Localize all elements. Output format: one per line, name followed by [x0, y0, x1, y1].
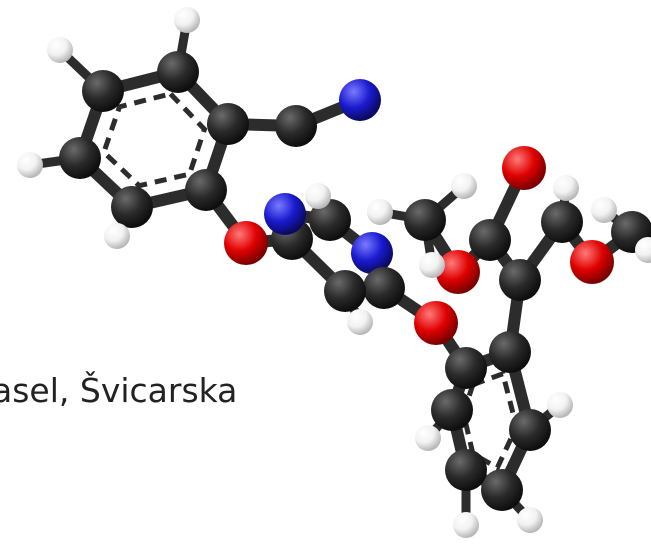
hydrogen-atom	[17, 152, 43, 178]
carbon-atom	[185, 169, 227, 211]
nitrogen-atom	[264, 193, 306, 235]
hydrogen-atom	[347, 309, 373, 335]
carbon-atom	[309, 199, 351, 241]
carbon-atom	[111, 186, 153, 228]
hydrogen-atom	[104, 223, 130, 249]
location-caption: asel, Švicarska	[0, 371, 238, 410]
hydrogen-atom	[415, 425, 441, 451]
carbon-atom	[489, 331, 531, 373]
carbon-atom	[509, 409, 551, 451]
oxygen-atom	[570, 240, 614, 284]
hydrogen-atom	[451, 173, 477, 199]
oxygen-atom	[436, 250, 480, 294]
carbon-atom	[363, 267, 405, 309]
hydrogen-atom	[305, 183, 331, 209]
hydrogen-atom	[419, 252, 445, 278]
carbon-atom	[469, 219, 511, 261]
oxygen-atom	[502, 146, 546, 190]
hydrogen-atom	[517, 507, 543, 533]
hydrogen-atom	[547, 392, 573, 418]
carbon-atom	[82, 70, 124, 112]
aromatic-ring-top	[100, 91, 208, 189]
carbon-atom	[404, 199, 446, 241]
hydrogen-atom	[453, 512, 479, 538]
hydrogen-atom	[367, 199, 393, 225]
carbon-atom	[207, 103, 249, 145]
carbon-atom	[541, 201, 583, 243]
carbon-atom	[499, 259, 541, 301]
oxygen-atom	[414, 301, 458, 345]
carbon-atom	[324, 270, 366, 312]
carbon-atom	[59, 137, 101, 179]
hydrogen-atom	[174, 7, 200, 33]
carbon-atom	[481, 469, 523, 511]
nitrogen-atom	[339, 79, 381, 121]
hydrogen-atom	[591, 197, 617, 223]
carbon-atom	[445, 347, 487, 389]
carbon-atom	[445, 449, 487, 491]
carbon-atom	[157, 51, 199, 93]
carbon-atom	[275, 105, 317, 147]
hydrogen-atom	[553, 175, 579, 201]
hydrogen-atom	[47, 37, 73, 63]
carbon-atom	[431, 389, 473, 431]
hydrogen-atom	[635, 237, 651, 263]
nitrogen-atom	[351, 232, 393, 274]
oxygen-atom	[224, 221, 268, 265]
